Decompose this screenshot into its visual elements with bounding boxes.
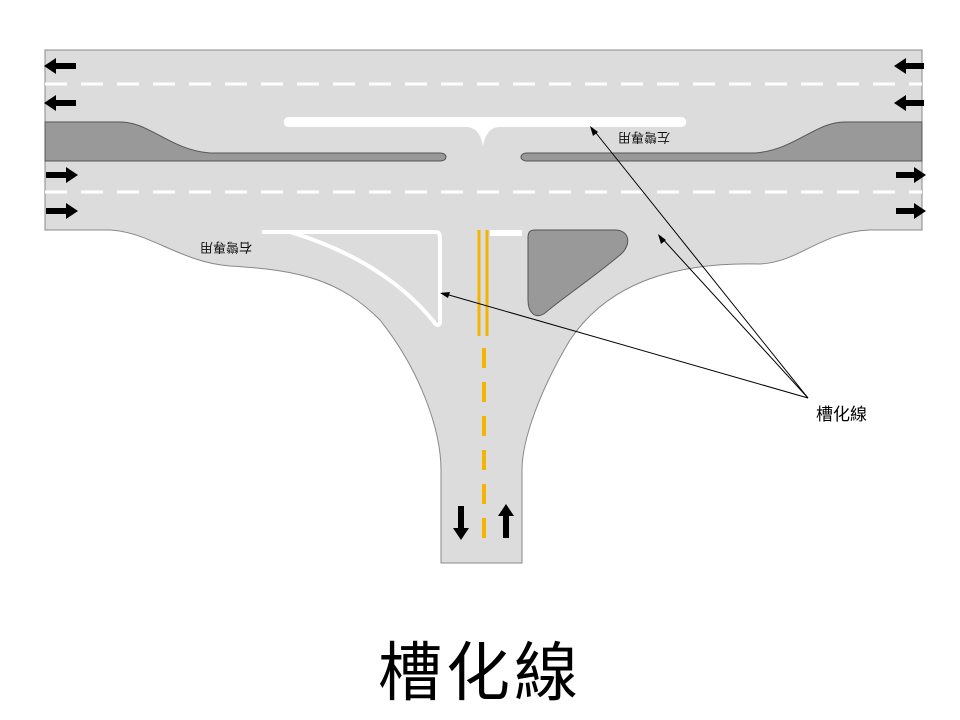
- arrow-up-icon: [498, 504, 514, 538]
- arrow-right-icon: [46, 167, 78, 183]
- arrow-left-icon: [44, 95, 76, 111]
- channelization-left: [262, 230, 442, 327]
- callout-label: 槽化線: [816, 405, 867, 425]
- callout-arrowhead: [440, 292, 450, 298]
- right-turn-only-text: 右彎專用: [200, 239, 253, 254]
- callout-lines: [441, 127, 809, 399]
- arrow-right-icon: [896, 203, 926, 219]
- callout-arrowhead: [590, 126, 598, 136]
- median-island-right: [520, 121, 923, 162]
- arrow-left-icon: [894, 95, 924, 111]
- arrow-left-icon: [44, 58, 76, 74]
- road-surface: [44, 49, 923, 564]
- channelization-top: [283, 117, 687, 146]
- left-turn-only-text: 左彎專用: [618, 129, 671, 144]
- diagram-title: 槽化線: [378, 637, 582, 711]
- arrow-left-icon: [894, 58, 924, 74]
- callout-arrowhead: [658, 234, 666, 244]
- traffic-island-right: [527, 229, 629, 317]
- lane-arrows: [44, 58, 926, 540]
- median-island-left: [44, 121, 447, 162]
- arrow-right-icon: [896, 167, 926, 183]
- arrow-down-icon: [453, 506, 469, 540]
- stop-line: [490, 230, 522, 236]
- arrow-right-icon: [46, 203, 78, 219]
